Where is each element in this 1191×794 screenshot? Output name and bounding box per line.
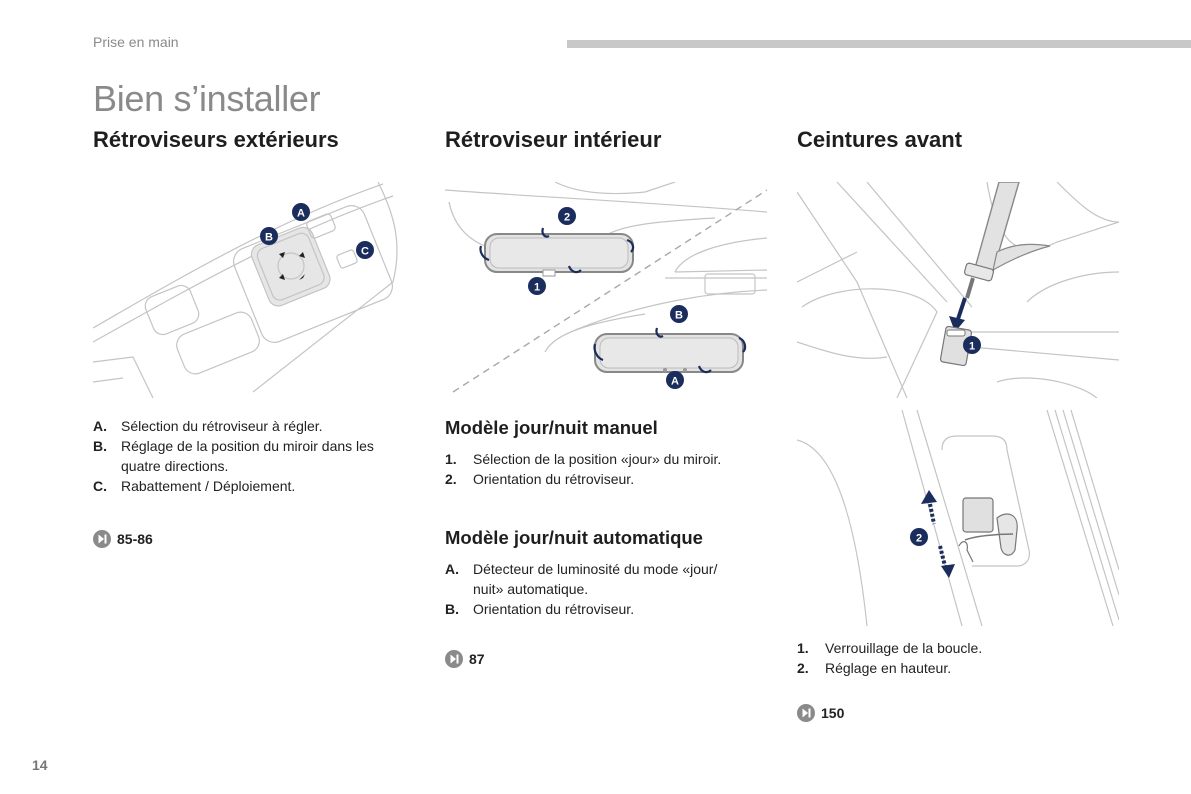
running-head: Prise en main bbox=[93, 34, 179, 50]
section-title: Rétroviseurs extérieurs bbox=[93, 127, 339, 152]
legend-text: Sélection de la position «jour» du miroi… bbox=[473, 451, 722, 467]
page-reference-icon bbox=[797, 704, 815, 722]
legend-key: 1. bbox=[445, 451, 457, 467]
svg-text:A: A bbox=[297, 208, 305, 220]
header-bar bbox=[567, 40, 1191, 48]
legend-item: C. Rabattement / Déploiement. bbox=[93, 476, 413, 496]
legend-key: 1. bbox=[797, 640, 809, 656]
section-interior-mirror: Rétroviseur intérieur bbox=[445, 126, 775, 156]
section-front-seatbelts: Ceintures avant bbox=[797, 126, 1127, 156]
legend-text: Réglage de la position du miroir dans le… bbox=[121, 438, 374, 474]
seatbelt-legend: 1. Verrouillage de la boucle. 2. Réglage e… bbox=[797, 638, 1117, 678]
legend-item: B. Orientation du rétroviseur. bbox=[445, 599, 750, 619]
legend-text: Orientation du rétroviseur. bbox=[473, 601, 635, 617]
callout-badges: 2 bbox=[910, 528, 928, 546]
legend-text: Orientation du rétroviseur. bbox=[473, 471, 635, 487]
callout-badges: 2 1 B A bbox=[528, 207, 688, 389]
callout-badges: 1 bbox=[963, 336, 981, 354]
legend-key: 2. bbox=[445, 471, 457, 487]
rearview-mirror-illustration: 2 1 B A bbox=[445, 182, 767, 398]
svg-text:2: 2 bbox=[564, 212, 570, 224]
automatic-mirror-legend: A. Détecteur de luminosité du mode «jour/… bbox=[445, 559, 750, 619]
manual-mirror-legend: 1. Sélection de la position «jour» du mir… bbox=[445, 449, 765, 489]
legend-text: Verrouillage de la boucle. bbox=[825, 640, 983, 656]
legend-key: A. bbox=[93, 418, 107, 434]
section-title: Ceintures avant bbox=[797, 127, 963, 152]
legend-item: A. Détecteur de luminosité du mode «jour/… bbox=[445, 559, 750, 599]
legend-text: Réglage en hauteur. bbox=[825, 660, 952, 676]
svg-text:A: A bbox=[671, 376, 679, 388]
seatbelt-height-adjust-illustration: 2 bbox=[797, 410, 1119, 626]
legend-key: B. bbox=[445, 601, 459, 617]
subsection-title-automatic: Modèle jour/nuit automatique bbox=[445, 527, 703, 548]
page-reference-link[interactable]: 85-86 bbox=[93, 530, 153, 548]
legend-item: A. Sélection du rétroviseur à régler. bbox=[93, 416, 413, 436]
page-title: Bien s’installer bbox=[93, 78, 321, 119]
legend-key: B. bbox=[93, 438, 107, 454]
svg-text:B: B bbox=[675, 310, 683, 322]
legend-key: A. bbox=[445, 561, 459, 577]
page-reference-number: 87 bbox=[469, 651, 485, 667]
page-reference-link[interactable]: 150 bbox=[797, 704, 844, 722]
svg-text:C: C bbox=[361, 246, 369, 258]
page-number: 14 bbox=[32, 757, 48, 773]
callout-badges: A B C bbox=[260, 203, 374, 259]
svg-text:B: B bbox=[265, 232, 273, 244]
svg-text:1: 1 bbox=[969, 341, 975, 353]
legend-text: Détecteur de luminosité du mode «jour/ n… bbox=[473, 561, 718, 597]
svg-text:2: 2 bbox=[916, 533, 922, 545]
legend-key: 2. bbox=[797, 660, 809, 676]
legend-item: B. Réglage de la position du miroir dans … bbox=[93, 436, 413, 476]
page-reference-icon bbox=[93, 530, 111, 548]
section-title: Rétroviseur intérieur bbox=[445, 127, 662, 152]
seatbelt-buckle-illustration: 1 bbox=[797, 182, 1119, 398]
svg-text:1: 1 bbox=[534, 282, 540, 294]
legend-text: Rabattement / Déploiement. bbox=[121, 478, 296, 494]
door-mirror-controls-illustration: A B C bbox=[93, 182, 405, 398]
legend-item: 1. Sélection de la position «jour» du mir… bbox=[445, 449, 765, 469]
legend-item: 2. Réglage en hauteur. bbox=[797, 658, 1117, 678]
page-reference-link[interactable]: 87 bbox=[445, 650, 485, 668]
subsection-title-manual: Modèle jour/nuit manuel bbox=[445, 417, 658, 438]
section-exterior-mirrors: Rétroviseurs extérieurs bbox=[93, 126, 413, 156]
legend-key: C. bbox=[93, 478, 107, 494]
page-reference-number: 150 bbox=[821, 705, 845, 721]
legend-text: Sélection du rétroviseur à régler. bbox=[121, 418, 323, 434]
page-reference-icon bbox=[445, 650, 463, 668]
legend-item: 2. Orientation du rétroviseur. bbox=[445, 469, 765, 489]
exterior-mirror-legend: A. Sélection du rétroviseur à régler. B. R… bbox=[93, 416, 413, 496]
page-reference-number: 85-86 bbox=[117, 531, 153, 547]
legend-item: 1. Verrouillage de la boucle. bbox=[797, 638, 1117, 658]
